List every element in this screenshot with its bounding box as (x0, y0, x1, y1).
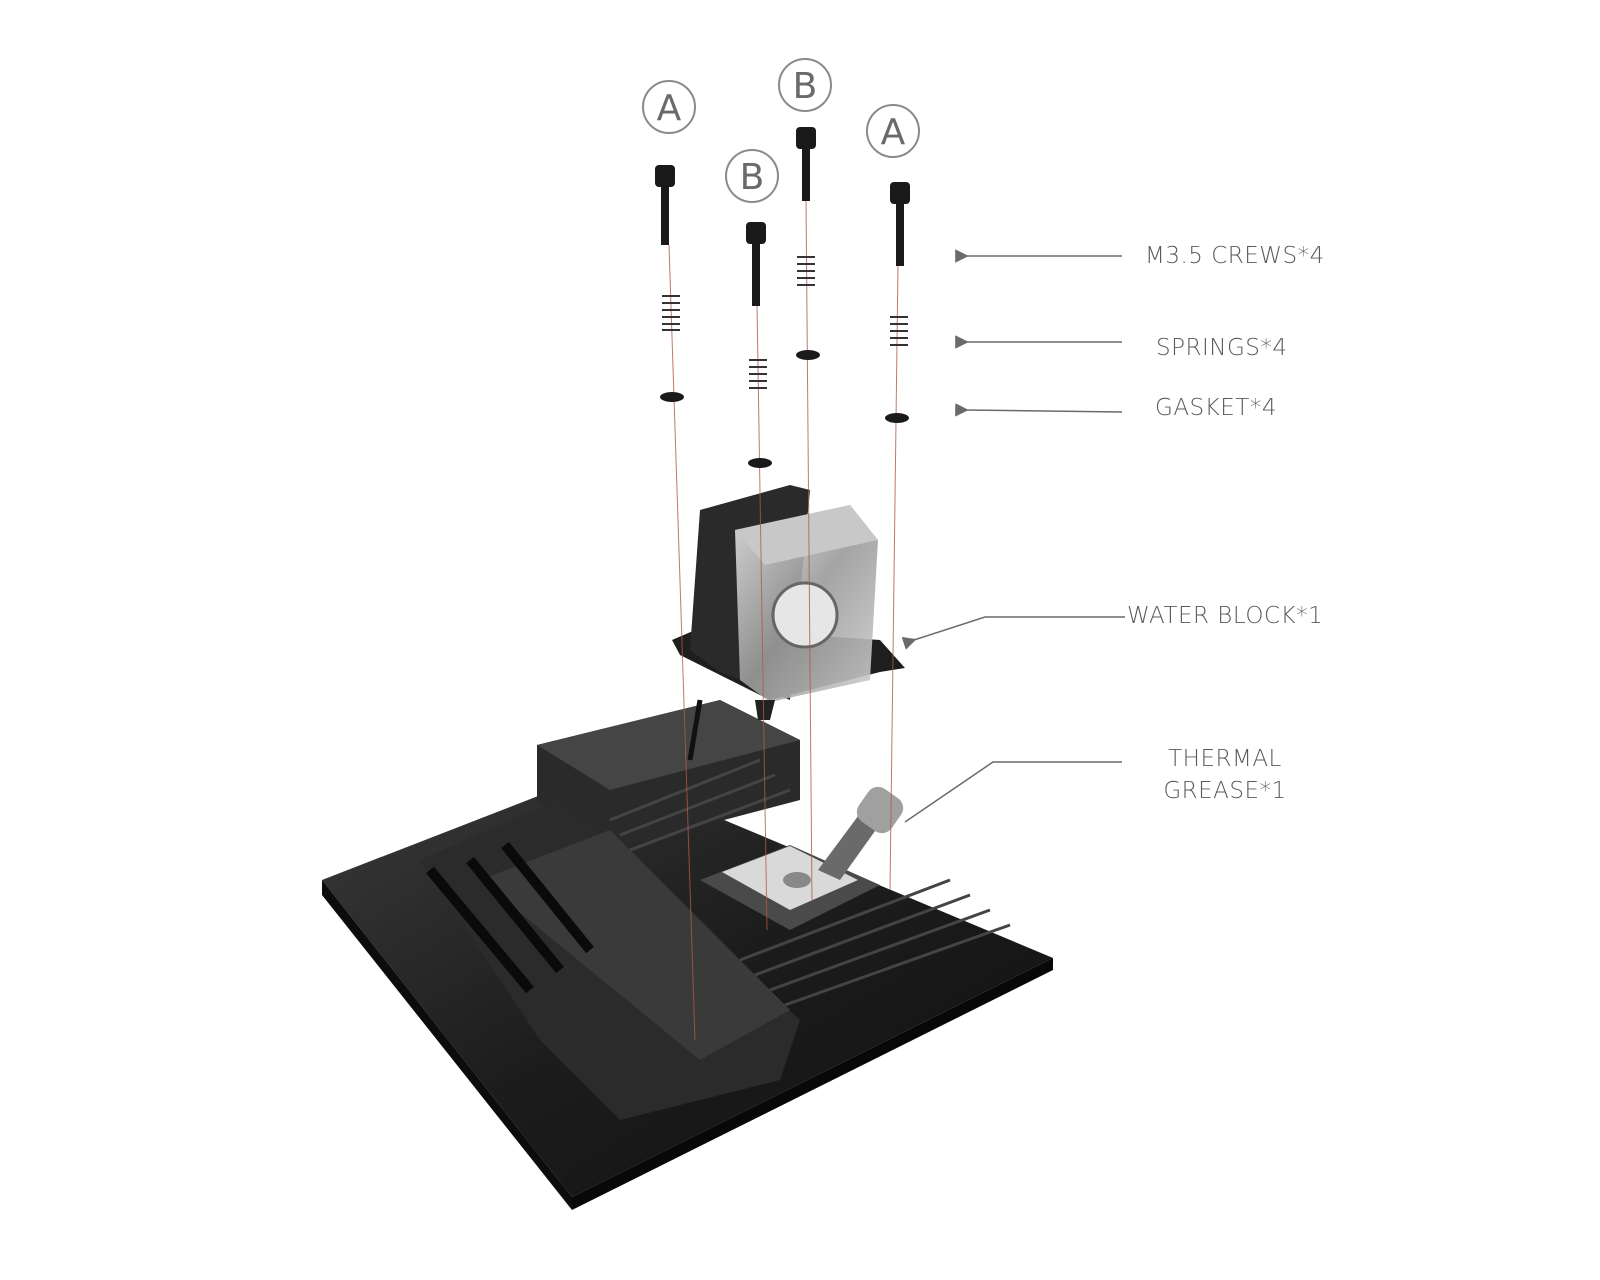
callout-line-thermal-grease (904, 761, 1122, 823)
screw-icon (746, 222, 766, 306)
callout-label-gasket: GASKET*4 (1155, 395, 1277, 421)
spring-icon (890, 316, 908, 346)
callout-label-thermal-line1: THERMAL (1168, 746, 1282, 772)
alignment-guides (668, 199, 899, 1041)
callout-label-springs: SPRINGS*4 (1156, 335, 1288, 361)
marker-label: B (793, 66, 818, 107)
screws (655, 127, 910, 306)
springs (662, 256, 908, 389)
gaskets (660, 350, 909, 468)
gasket-icon (660, 392, 684, 402)
screw-icon (890, 182, 910, 266)
gasket-icon (885, 413, 909, 423)
motherboard (322, 700, 1053, 1210)
marker-circle-b2 (778, 58, 832, 112)
water-block (672, 485, 905, 761)
gasket-icon (748, 458, 772, 468)
marker-circle-a2 (866, 104, 920, 158)
spring-icon (797, 256, 815, 286)
screw-icon (796, 127, 816, 201)
thermal-grease-dab (783, 872, 811, 888)
marker-label: A (657, 88, 682, 129)
screw-icon (655, 165, 675, 245)
spring-icon (749, 359, 767, 389)
callout-arrow-water-block (901, 616, 1125, 650)
callout-label-screws: M3.5 CREWS*4 (1145, 243, 1325, 269)
thermal-grease-syringe (818, 786, 904, 880)
marker-circle-a1 (642, 80, 696, 134)
callout-label-thermal-line2: GREASE*1 (1163, 778, 1287, 804)
callout-label-water-block: WATER BLOCK*1 (1127, 603, 1324, 629)
spring-icon (662, 295, 680, 331)
gasket-icon (796, 350, 820, 360)
callout-arrow-gasket (955, 403, 1123, 417)
marker-circle-b1 (725, 149, 779, 203)
marker-label: B (740, 157, 765, 198)
callout-label-thermal-grease: THERMAL GREASE*1 (1150, 743, 1300, 807)
marker-label: A (881, 112, 906, 153)
